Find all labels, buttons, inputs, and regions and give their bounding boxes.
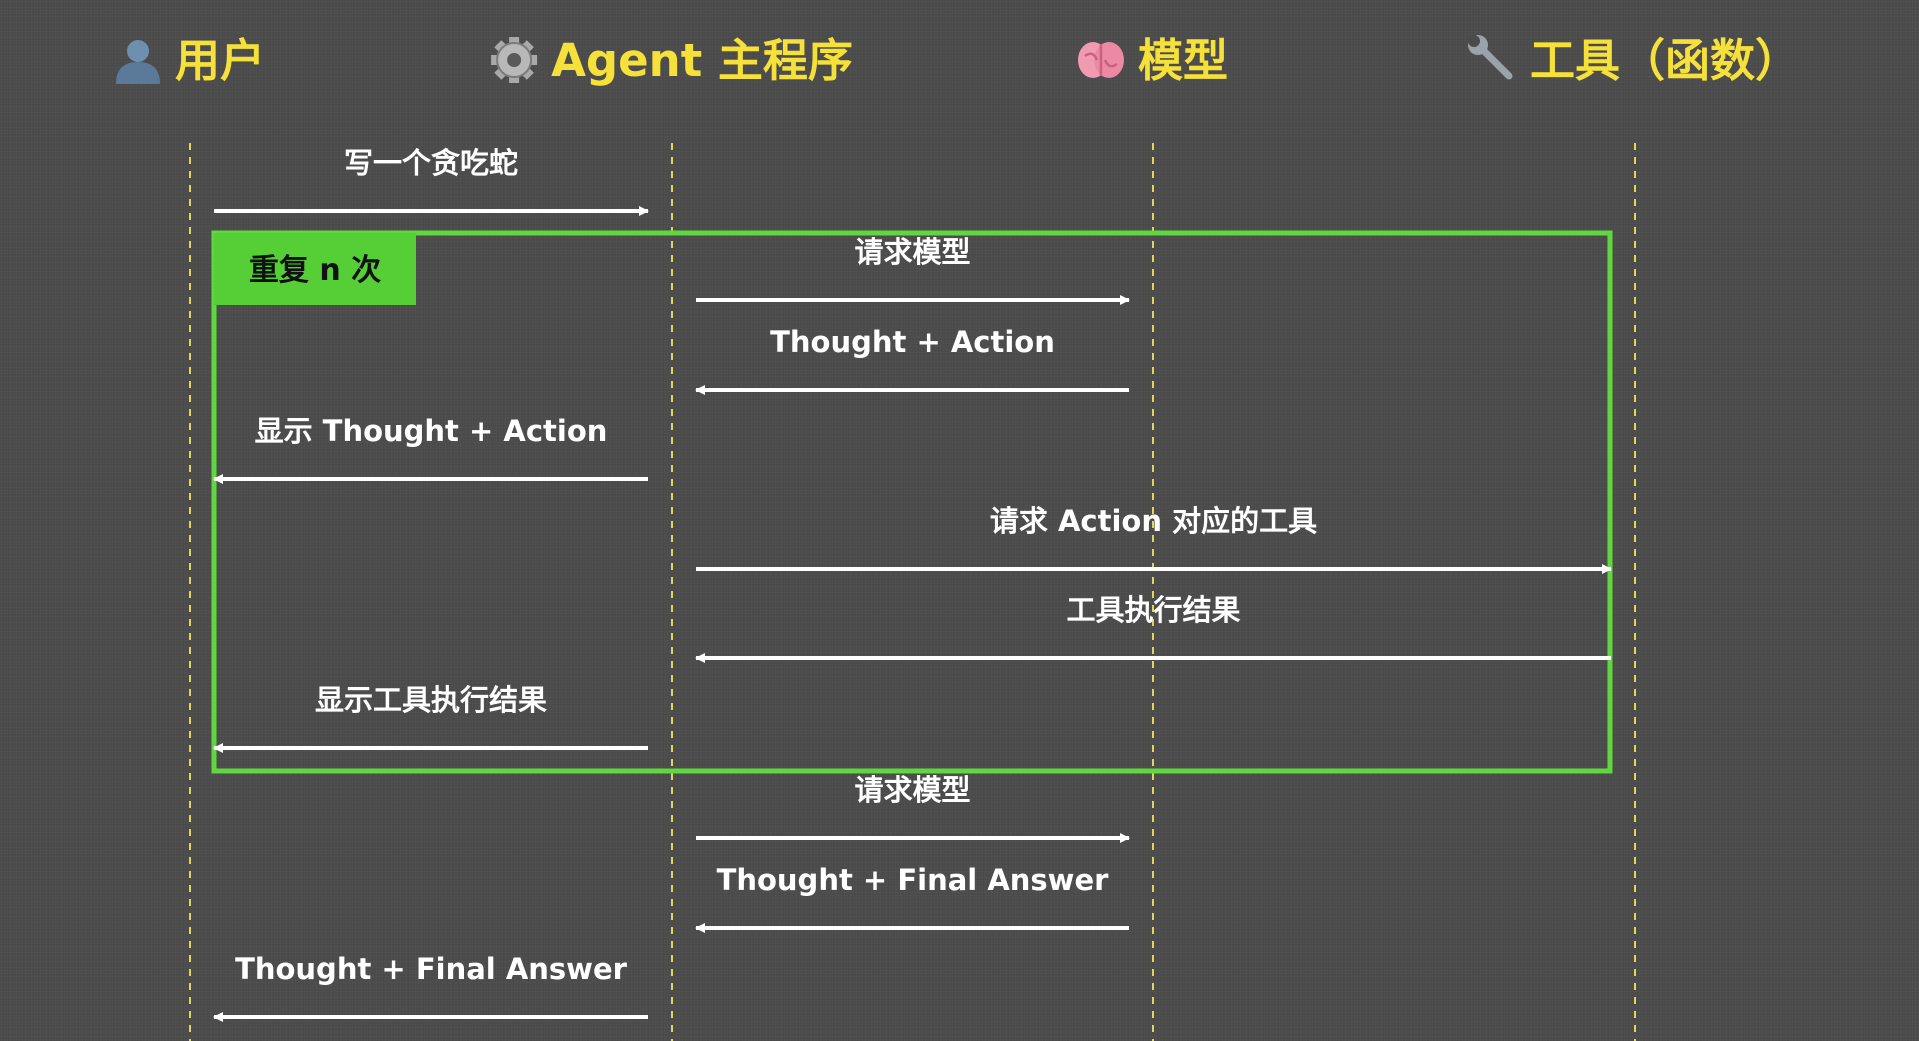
actor-user: 用户 bbox=[115, 34, 265, 87]
actor-label: 用户 bbox=[175, 34, 265, 87]
message-label: 请求模型 bbox=[854, 235, 970, 269]
message-3: Thought + Action bbox=[695, 325, 1129, 395]
message-7: 显示工具执行结果 bbox=[213, 683, 648, 753]
loop-group: 重复 n 次 bbox=[211, 230, 1613, 774]
actor-label: 模型 bbox=[1138, 34, 1228, 87]
message-label: 请求模型 bbox=[854, 773, 970, 807]
actor-headers: 用户 Agent 主程序 模型 工具（函数） bbox=[115, 34, 1800, 87]
message-label: 显示 Thought + Action bbox=[255, 414, 608, 448]
message-label: 请求 Action 对应的工具 bbox=[990, 504, 1317, 538]
actor-agent: Agent 主程序 bbox=[491, 34, 853, 87]
gear-icon bbox=[491, 37, 538, 83]
message-5: 请求 Action 对应的工具 bbox=[696, 504, 1612, 574]
message-label: 写一个贪吃蛇 bbox=[344, 146, 518, 180]
actor-label: Agent 主程序 bbox=[551, 34, 853, 87]
message-label: 工具执行结果 bbox=[1066, 593, 1240, 627]
message-label: Thought + Action bbox=[770, 325, 1055, 359]
actor-label: 工具（函数） bbox=[1530, 34, 1800, 87]
message-1: 写一个贪吃蛇 bbox=[214, 146, 649, 216]
loop-frame bbox=[211, 230, 1613, 774]
loop-label: 重复 n 次 bbox=[249, 253, 381, 288]
wrench-icon bbox=[1467, 35, 1513, 80]
actor-tool: 工具（函数） bbox=[1467, 34, 1800, 87]
brain-icon bbox=[1077, 42, 1124, 78]
message-2: 请求模型 bbox=[696, 235, 1130, 305]
message-4: 显示 Thought + Action bbox=[213, 414, 648, 484]
user-icon bbox=[115, 40, 160, 84]
message-8: 请求模型 bbox=[696, 773, 1130, 843]
message-10: Thought + Final Answer bbox=[213, 952, 648, 1022]
message-9: Thought + Final Answer bbox=[695, 863, 1129, 933]
loop-tag bbox=[214, 233, 416, 305]
message-label: 显示工具执行结果 bbox=[315, 683, 547, 717]
message-label: Thought + Final Answer bbox=[235, 952, 628, 986]
message-6: 工具执行结果 bbox=[695, 593, 1611, 663]
lifelines bbox=[189, 143, 1636, 1041]
message-label: Thought + Final Answer bbox=[717, 863, 1110, 897]
actor-model: 模型 bbox=[1077, 34, 1228, 87]
